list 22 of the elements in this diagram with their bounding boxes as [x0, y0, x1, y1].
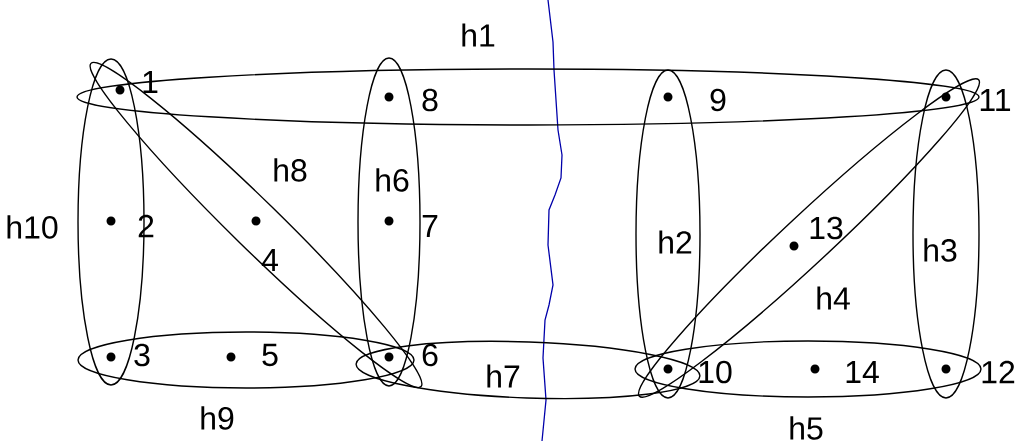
hyperedge-label: h1	[462, 23, 495, 47]
hyperedge-label: h3	[924, 238, 957, 262]
hyperedge-label: h2	[659, 230, 692, 254]
vertex-number: 8	[422, 88, 438, 112]
vertex-number: 6	[422, 343, 438, 367]
vertex-number: 11	[980, 89, 1011, 111]
hyperedge-label: h8	[274, 158, 307, 182]
vertex-number: 13	[810, 216, 843, 240]
vertex-number: 9	[710, 88, 726, 112]
vertex-number: 4	[261, 249, 278, 271]
hyperedge-label: h7	[487, 364, 520, 388]
vertex-number: 5	[262, 343, 278, 367]
vertex-number: 3	[134, 343, 150, 367]
hyperedge-label: h10	[7, 215, 58, 239]
hyperedge-label: h4	[817, 286, 850, 310]
hyperedge-label: h9	[201, 406, 234, 430]
hyperedge-label: h5	[790, 416, 823, 440]
vertex-number: 10	[699, 360, 732, 384]
vertex-number: 7	[422, 215, 438, 237]
vertex-number: 14	[846, 361, 879, 383]
hyperedge-label: h6	[376, 168, 409, 192]
vertex-number: 12	[982, 360, 1015, 384]
